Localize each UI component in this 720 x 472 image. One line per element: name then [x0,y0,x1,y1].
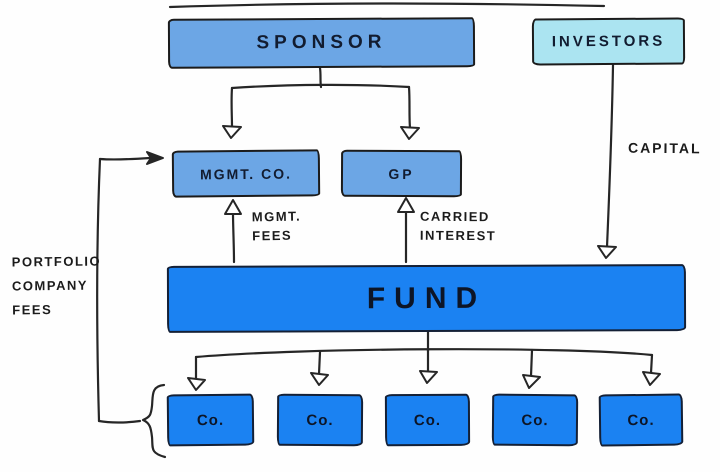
mgmt-fees-line-1: MGMT. [251,208,302,225]
portfolio-company-fees-edge-label: PORTFOLIO COMPANY FEES [12,250,102,323]
company-node-5: Co. [598,393,684,447]
carried-interest-edge-label: CARRIED INTEREST [420,207,497,246]
fund-label: FUND [366,281,487,315]
portfolio-fees-vertical-line [96,157,102,423]
portfolio-fees-line-3: FEES [12,302,53,318]
sponsor-branch-line [230,83,411,90]
portfolio-fees-top-line [98,156,152,161]
branch-drop-5 [649,353,654,375]
arrowhead-portfolio-fees [146,151,164,165]
arrowhead-company-2 [310,372,329,386]
top-border-stroke [168,2,606,9]
mgmt-co-node: MGMT. CO. [171,149,321,198]
companies-brace [141,383,167,459]
mgmt-fees-line-2: FEES [252,227,293,244]
fund-to-mgmt-line [231,211,236,264]
arrowhead-company-1 [187,377,206,391]
portfolio-fees-bottom-line [97,419,142,424]
investors-label: INVESTORS [551,32,666,51]
arrowhead-sponsor-gp [400,126,420,140]
investors-to-fund-line [605,63,615,249]
company-label: Co. [413,411,442,429]
company-label: Co. [521,411,549,429]
company-node-3: Co. [384,393,471,447]
company-label: Co. [627,411,655,429]
fund-node: FUND [166,264,687,333]
arrowhead-sponsor-mgmt [222,125,242,139]
carried-interest-line-1: CARRIED [420,208,490,225]
arrowhead-capital [597,245,617,259]
companies-branch-line [194,348,654,359]
portfolio-fees-line-2: COMPANY [11,277,89,294]
portfolio-fees-line-1: PORTFOLIO [11,253,102,270]
sponsor-node: SPONSOR [167,17,476,69]
company-node-1: Co. [166,393,255,447]
arrowhead-company-3 [419,370,438,384]
arrowhead-mgmt-fees [224,199,242,215]
gp-node: GP [340,149,463,198]
branch-drop-4 [529,348,534,378]
capital-edge-label: CAPITAL [627,139,702,157]
mgmt-fees-edge-label: MGMT. FEES [252,207,302,246]
sponsor-label: SPONSOR [256,31,387,54]
carried-interest-line-2: INTEREST [419,227,497,244]
company-node-4: Co. [491,393,579,447]
sponsor-to-gp-line [407,85,412,130]
arrowhead-company-4 [522,374,541,389]
mgmt-co-label: MGMT. CO. [199,165,293,182]
company-node-2: Co. [276,393,364,447]
branch-drop-2 [317,350,322,376]
arrowhead-company-5 [642,371,661,386]
company-label: Co. [196,411,225,429]
company-label: Co. [306,411,334,429]
arrowhead-carried-interest [397,197,415,213]
investors-node: INVESTORS [531,17,686,66]
gp-label: GP [388,165,415,182]
